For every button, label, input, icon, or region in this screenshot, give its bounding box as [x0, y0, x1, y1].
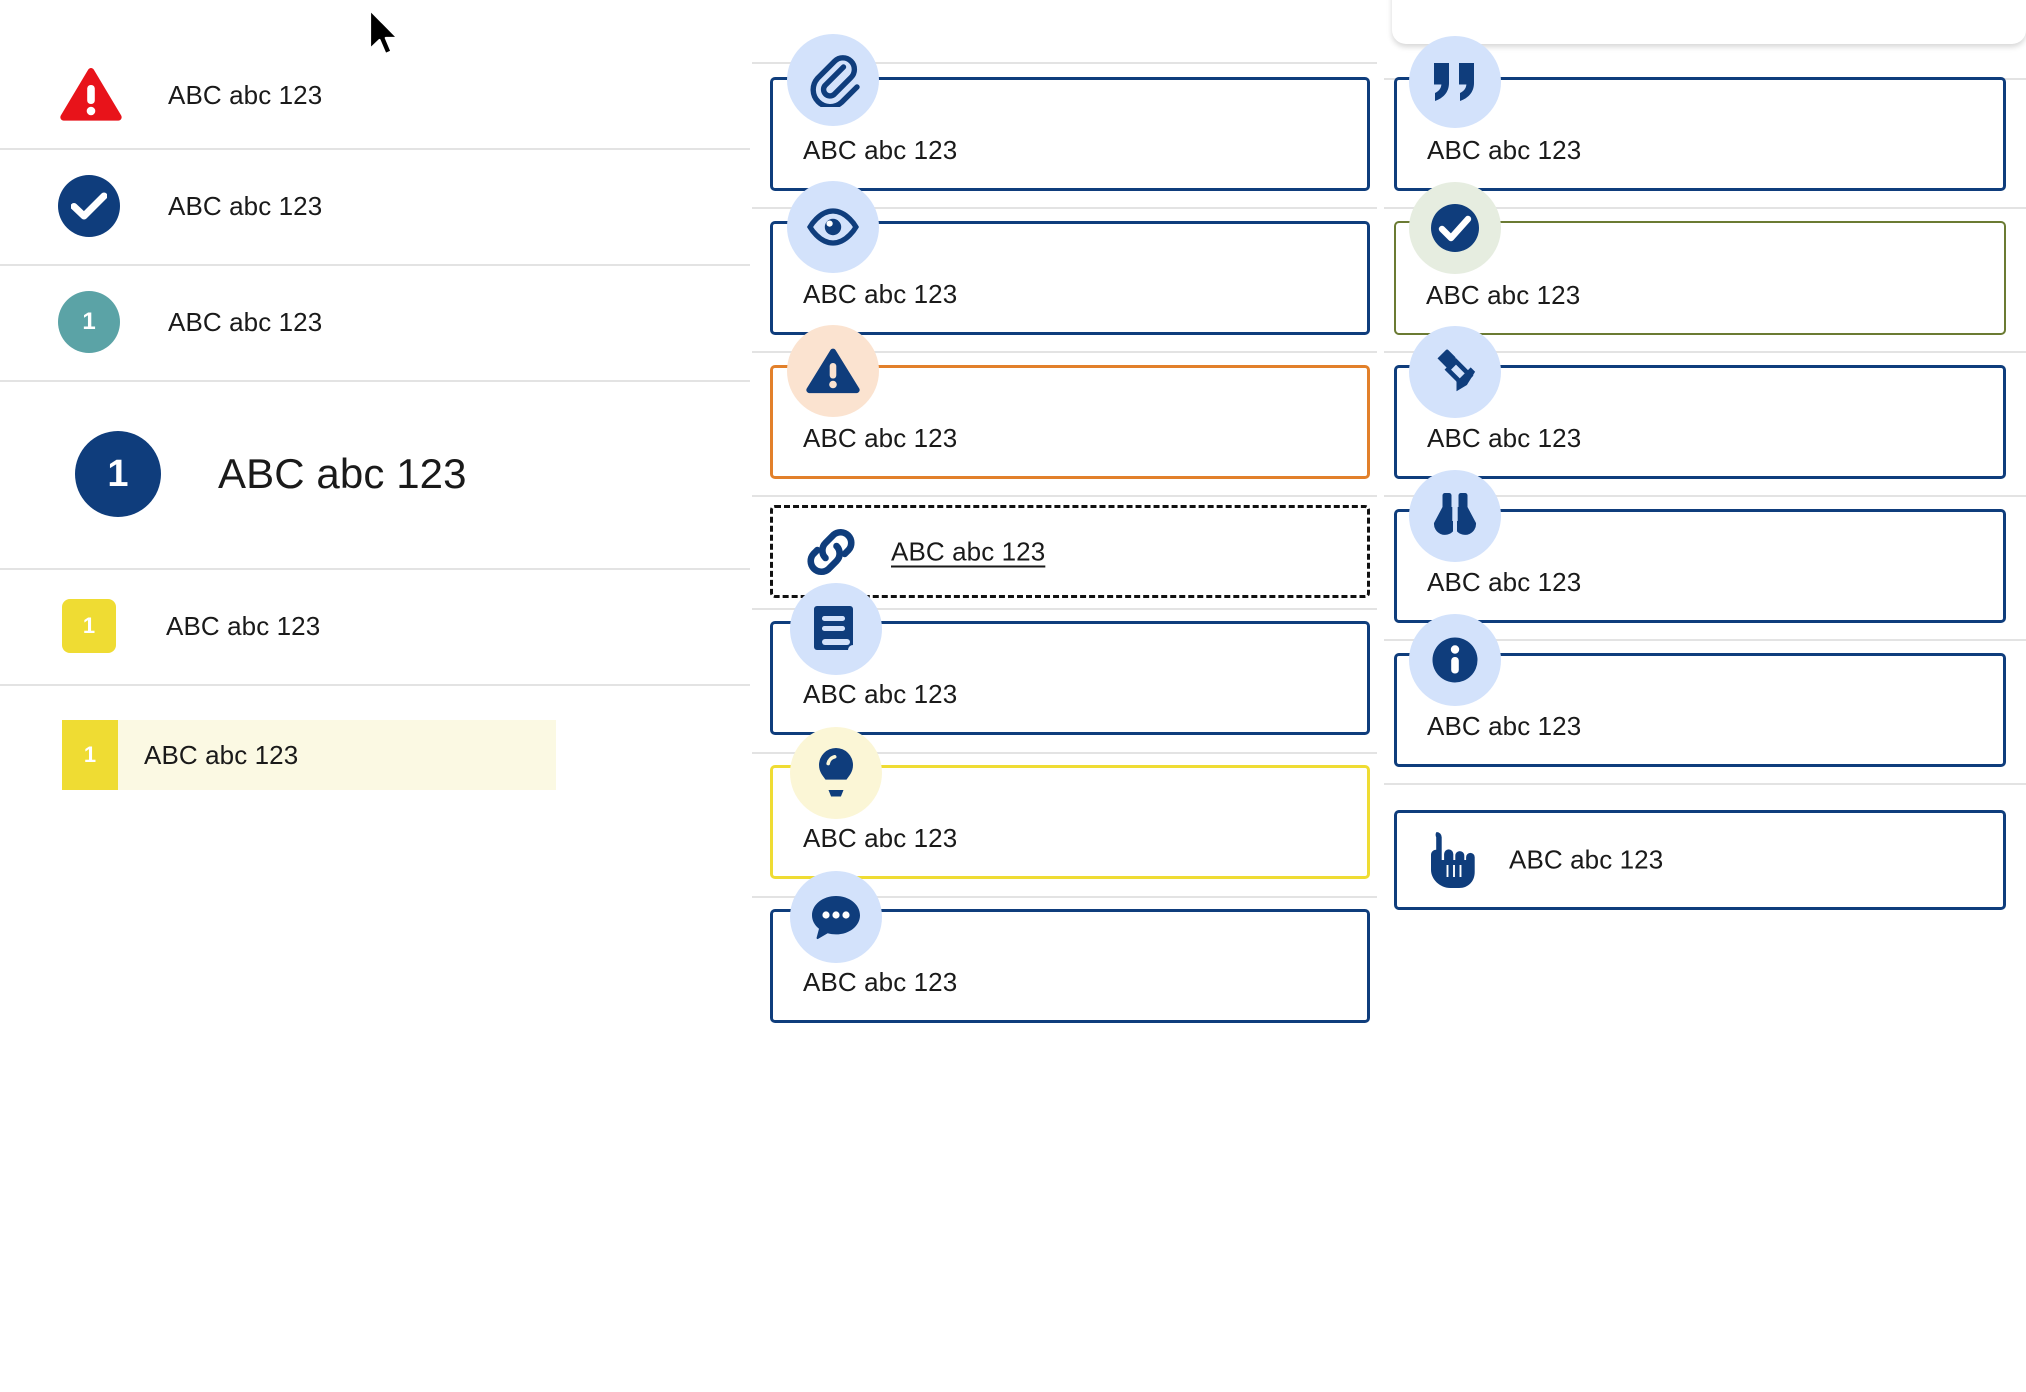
link-icon — [803, 528, 859, 576]
pencil-icon — [1409, 326, 1501, 418]
marker-number-badge: 1 — [62, 720, 118, 790]
list-item-label: ABC abc 123 — [144, 739, 299, 770]
step-number: 1 — [107, 452, 129, 495]
step-number: 1 — [82, 308, 96, 335]
check-circle-icon — [1409, 182, 1501, 274]
separator — [1384, 495, 2026, 497]
list-item-label: ABC abc 123 — [166, 610, 321, 641]
card-label: ABC abc 123 — [1427, 711, 1582, 741]
list-item-teal-step[interactable]: 1 ABC abc 123 — [0, 266, 750, 378]
card-label: ABC abc 123 — [1427, 423, 1582, 453]
card-label: ABC abc 123 — [803, 679, 958, 709]
list-item-success[interactable]: ABC abc 123 — [0, 150, 750, 262]
triangle-alert-icon — [787, 325, 879, 417]
card-label: ABC abc 123 — [803, 423, 958, 453]
card-label: ABC abc 123 — [803, 279, 958, 309]
list-item-label-large: ABC abc 123 — [218, 450, 467, 497]
separator — [1384, 783, 2026, 785]
separator — [0, 380, 750, 382]
check-circle-icon — [58, 175, 120, 237]
tag-number: 1 — [82, 613, 96, 638]
separator — [0, 148, 750, 150]
separator — [1384, 639, 2026, 641]
chat-bubble-icon — [790, 871, 882, 963]
separator — [752, 207, 1377, 209]
separator — [0, 264, 750, 266]
card-tip[interactable]: ABC abc 123 — [770, 765, 1370, 879]
card-label: ABC abc 123 — [803, 823, 958, 853]
separator — [0, 684, 750, 686]
list-item-label: ABC abc 123 — [168, 306, 323, 337]
card-observe[interactable]: ABC abc 123 — [1394, 509, 2006, 623]
step-number-badge: 1 — [58, 291, 120, 353]
separator — [752, 896, 1377, 898]
quote-icon — [1409, 36, 1501, 128]
left-panel: ABC abc 123 ABC abc 123 1 ABC abc 123 1 … — [0, 0, 750, 1392]
info-circle-icon — [1409, 614, 1501, 706]
card-link-label[interactable]: ABC abc 123 — [891, 536, 1046, 566]
list-item-primary-step[interactable]: 1 ABC abc 123 — [0, 382, 750, 566]
card-label: ABC abc 123 — [1426, 280, 1581, 310]
book-icon — [790, 583, 882, 675]
separator — [1384, 207, 2026, 209]
separator — [752, 495, 1377, 497]
eye-icon — [787, 181, 879, 273]
separator — [1384, 351, 2026, 353]
paperclip-icon — [787, 34, 879, 126]
list-item-yellow-tag[interactable]: 1 ABC abc 123 — [0, 570, 750, 682]
card-visibility[interactable]: ABC abc 123 — [770, 221, 1370, 335]
list-item-label: ABC abc 123 — [168, 190, 323, 221]
triangle-alert-icon — [58, 66, 124, 124]
tag-number-badge: 1 — [62, 599, 116, 653]
floating-panel-header — [1392, 0, 2026, 44]
separator — [752, 351, 1377, 353]
card-label: ABC abc 123 — [803, 135, 958, 165]
separator — [0, 568, 750, 570]
card-label: ABC abc 123 — [1509, 844, 1664, 875]
separator — [752, 62, 1377, 64]
separator — [752, 752, 1377, 754]
lightbulb-icon — [790, 727, 882, 819]
step-number-badge-large: 1 — [75, 431, 161, 517]
card-label: ABC abc 123 — [803, 967, 958, 997]
card-link[interactable]: ABC abc 123 — [770, 505, 1370, 598]
card-interaction[interactable]: ABC abc 123 — [1394, 810, 2006, 910]
list-item-error[interactable]: ABC abc 123 — [0, 40, 750, 150]
card-label: ABC abc 123 — [1427, 135, 1582, 165]
binoculars-icon — [1409, 470, 1501, 562]
pointing-hand-icon — [1425, 829, 1479, 891]
marker-number: 1 — [83, 742, 97, 767]
card-label: ABC abc 123 — [1427, 567, 1582, 597]
list-item-label: ABC abc 123 — [168, 79, 323, 110]
list-item-highlighted[interactable]: 1 ABC abc 123 — [62, 720, 556, 790]
separator — [752, 608, 1377, 610]
